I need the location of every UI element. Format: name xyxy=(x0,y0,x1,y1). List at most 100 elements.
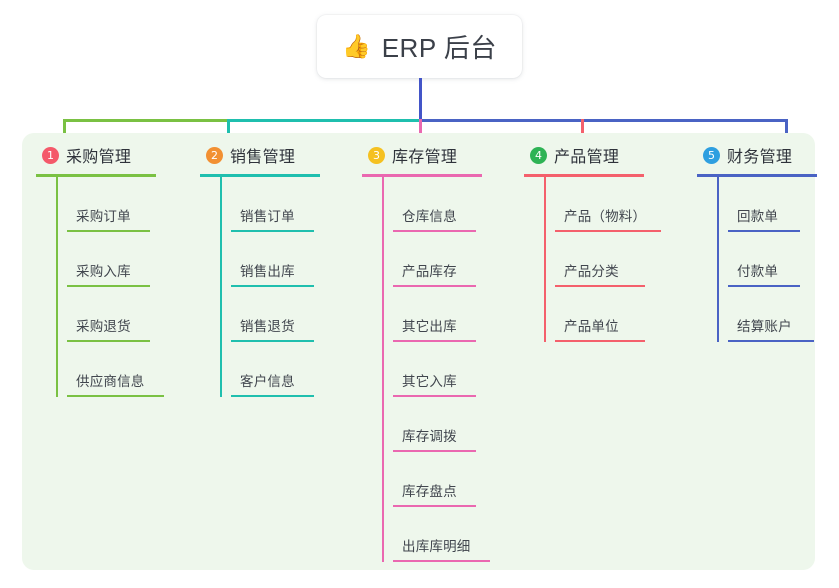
menu-item[interactable]: 销售退货 xyxy=(231,287,320,342)
column-header-5[interactable]: 5 财务管理 xyxy=(697,143,817,167)
column-header-1[interactable]: 1 采购管理 xyxy=(36,143,156,167)
segment-purchase-to-sales xyxy=(63,119,227,122)
menu-item-underline xyxy=(728,230,800,232)
menu-item[interactable]: 回款单 xyxy=(728,177,817,232)
branch-trunk-line xyxy=(56,177,58,397)
menu-item[interactable]: 产品单位 xyxy=(555,287,645,342)
menu-item-label: 采购入库 xyxy=(76,264,131,279)
column-underline xyxy=(524,174,644,177)
column-产品管理: 4 产品管理产品（物料） 产品分类产品单位 xyxy=(524,143,661,342)
menu-item-label: 销售出库 xyxy=(240,264,295,279)
menu-item-underline xyxy=(555,230,661,232)
menu-item-label: 采购退货 xyxy=(76,319,131,334)
menu-item-label: 产品（物料） xyxy=(564,209,647,224)
menu-item-label: 产品库存 xyxy=(402,264,457,279)
segment-inventory-to-finance xyxy=(419,119,787,122)
menu-item-underline xyxy=(393,340,476,342)
column-branch: 回款单付款单结算账户 xyxy=(717,177,817,342)
column-title: 库存管理 xyxy=(392,149,458,166)
menu-item[interactable]: 产品（物料） xyxy=(555,177,661,232)
root-node-content: 👍 ERP 后台 xyxy=(342,28,497,65)
menu-item[interactable]: 销售订单 xyxy=(231,177,320,232)
column-财务管理: 5 财务管理回款单付款单结算账户 xyxy=(697,143,817,342)
menu-item-underline xyxy=(555,340,645,342)
menu-item-label: 出库库明细 xyxy=(402,539,471,554)
column-销售管理: 2 销售管理销售订单销售出库销售退货客户信息 xyxy=(200,143,320,397)
menu-item[interactable]: 仓库信息 xyxy=(393,177,482,232)
menu-item[interactable]: 库存调拨 xyxy=(393,397,482,452)
menu-item-label: 销售退货 xyxy=(240,319,295,334)
branch-trunk-line xyxy=(717,177,719,342)
menu-item-label: 仓库信息 xyxy=(402,209,457,224)
menu-item-label: 销售订单 xyxy=(240,209,295,224)
menu-item-underline xyxy=(393,450,476,452)
column-index-badge: 2 xyxy=(206,146,223,164)
menu-item-label: 其它出库 xyxy=(402,319,457,334)
column-title: 销售管理 xyxy=(230,149,296,166)
column-underline xyxy=(200,174,320,177)
menu-item[interactable]: 付款单 xyxy=(728,232,817,287)
menu-item-label: 其它入库 xyxy=(402,374,457,389)
menu-item-underline xyxy=(728,285,800,287)
menu-item-underline xyxy=(231,230,314,232)
menu-item-underline xyxy=(231,285,314,287)
column-index-badge: 1 xyxy=(42,146,59,164)
column-underline xyxy=(36,174,156,177)
branch-trunk-line xyxy=(220,177,222,397)
menu-item-label: 供应商信息 xyxy=(76,374,145,389)
menu-item[interactable]: 其它出库 xyxy=(393,287,482,342)
root-node-label: ERP 后台 xyxy=(381,33,497,63)
menu-item-label: 产品分类 xyxy=(564,264,619,279)
column-采购管理: 1 采购管理采购订单采购入库采购退货供应商信息 xyxy=(36,143,164,397)
menu-item[interactable]: 其它入库 xyxy=(393,342,482,397)
column-branch: 销售订单销售出库销售退货客户信息 xyxy=(220,177,320,397)
menu-item[interactable]: 销售出库 xyxy=(231,232,320,287)
menu-item-underline xyxy=(728,340,814,342)
menu-item[interactable]: 客户信息 xyxy=(231,342,320,397)
menu-item-underline xyxy=(67,340,150,342)
column-header-4[interactable]: 4 产品管理 xyxy=(524,143,644,167)
menu-item[interactable]: 结算账户 xyxy=(728,287,817,342)
menu-item[interactable]: 供应商信息 xyxy=(67,342,164,397)
branch-trunk-line xyxy=(544,177,546,342)
column-branch: 仓库信息产品库存其它出库其它入库库存调拨库存盘点出库库明细 xyxy=(382,177,490,562)
branch-trunk-line xyxy=(382,177,384,562)
menu-item[interactable]: 采购退货 xyxy=(67,287,156,342)
branches-panel xyxy=(22,133,815,570)
thumbs-up-icon: 👍 xyxy=(342,33,371,59)
menu-item-label: 库存调拨 xyxy=(402,429,457,444)
column-index-badge: 5 xyxy=(703,146,720,164)
column-header-2[interactable]: 2 销售管理 xyxy=(200,143,320,167)
segment-sales-to-inventory xyxy=(227,119,419,122)
column-title: 财务管理 xyxy=(727,149,793,166)
column-branch: 产品（物料） 产品分类产品单位 xyxy=(544,177,661,342)
menu-item-label: 付款单 xyxy=(737,264,779,279)
menu-item-underline xyxy=(393,395,476,397)
menu-item-underline xyxy=(393,230,476,232)
menu-item-label: 回款单 xyxy=(737,209,779,224)
menu-item-underline xyxy=(555,285,645,287)
menu-item-label: 产品单位 xyxy=(564,319,619,334)
menu-item-underline xyxy=(67,230,150,232)
menu-item-underline xyxy=(231,395,314,397)
menu-item[interactable]: 采购订单 xyxy=(67,177,156,232)
menu-item-underline xyxy=(393,560,490,562)
column-index-badge: 4 xyxy=(530,146,547,164)
menu-item[interactable]: 出库库明细 xyxy=(393,507,490,562)
menu-item-label: 客户信息 xyxy=(240,374,295,389)
column-title: 采购管理 xyxy=(66,149,132,166)
menu-item[interactable]: 库存盘点 xyxy=(393,452,482,507)
menu-item-underline xyxy=(393,285,476,287)
menu-item[interactable]: 产品分类 xyxy=(555,232,645,287)
column-underline xyxy=(697,174,817,177)
menu-item[interactable]: 产品库存 xyxy=(393,232,482,287)
menu-item-label: 结算账户 xyxy=(737,319,792,334)
column-title: 产品管理 xyxy=(554,149,620,166)
menu-item-label: 采购订单 xyxy=(76,209,131,224)
root-connector-vertical xyxy=(419,78,422,121)
root-node[interactable]: 👍 ERP 后台 xyxy=(317,15,522,78)
menu-item-underline xyxy=(67,395,164,397)
menu-item[interactable]: 采购入库 xyxy=(67,232,156,287)
